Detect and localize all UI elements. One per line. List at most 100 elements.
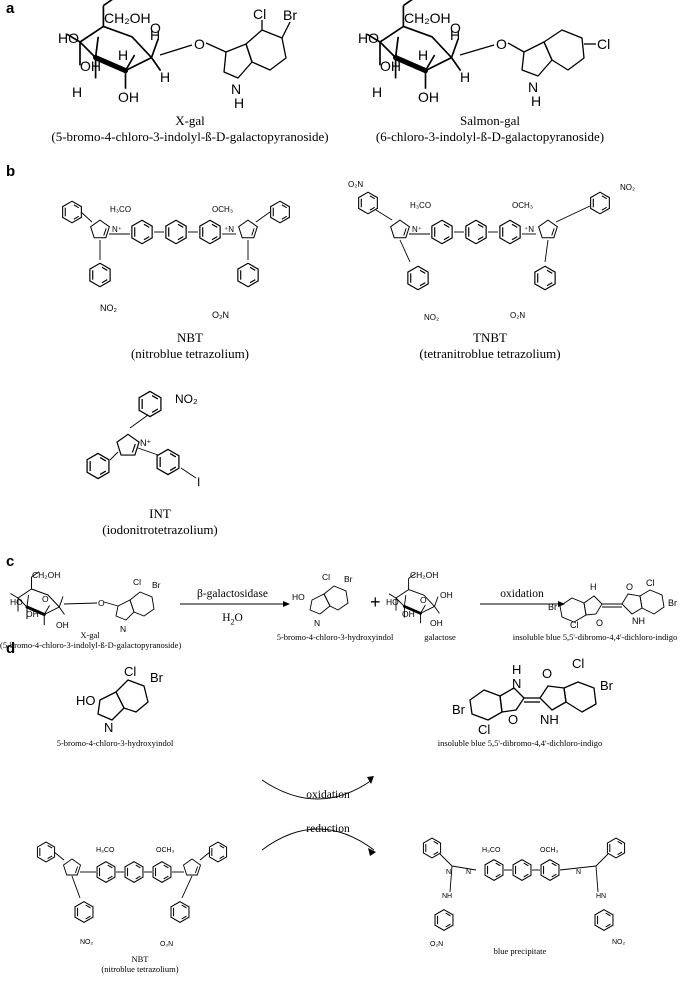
c-hydroxy-br-text: Br — [344, 574, 353, 584]
xgal-nh-h-text: H — [234, 95, 244, 111]
d-hydroxy-n-text: N — [104, 720, 113, 735]
d-indigo-label: insoluble blue 5,5'-dibromo-4,4'-dichlor… — [437, 738, 603, 748]
xgal-oh1-text: OH — [80, 58, 101, 74]
xgal-h3-text: H — [150, 27, 160, 43]
c-water-label: H2O — [222, 612, 243, 627]
d-nbt-name-label: NBT — [131, 954, 149, 964]
xgal-h2-text: H — [118, 47, 128, 63]
d-indigo-br2-text: Br — [452, 702, 466, 717]
c-hydroxyindol-label: 5-bromo-4-chloro-3-hydroxyindol — [276, 632, 394, 642]
d-nbt-och3-text: OCH₃ — [156, 847, 175, 854]
c-enzyme-label: β-galactosidase — [197, 588, 268, 600]
d-indigo-n1-text: N — [512, 676, 521, 691]
tnbt-nplus-left-text: N⁺ — [412, 225, 422, 234]
salmon-glyco-o-text: O — [496, 36, 507, 52]
c-xgal-cl-text: Cl — [133, 577, 141, 587]
panel-label-c: c — [6, 553, 15, 570]
salmon-nh-n-text: N — [528, 79, 538, 95]
panel-label-a: a — [6, 0, 15, 17]
c-plus-text: + — [370, 592, 381, 612]
d-nbt-no2-left-text: NO₂ — [80, 939, 94, 946]
xgal-nh-n-text: N — [231, 81, 241, 97]
int-fullname-label: (iodonitrotetrazolium) — [102, 522, 218, 537]
c-indigo-br2-text: Br — [548, 602, 557, 612]
d-nbt-h3co-text: H₃CO — [96, 847, 115, 854]
tnbt-no2-left-text: NO₂ — [424, 313, 439, 322]
c-xgal-o-text: O — [42, 594, 49, 604]
c-xgal-ch2oh-text: CH₂OH — [32, 570, 60, 580]
tnbt-o2n-text: O₂N — [348, 180, 363, 189]
c-xgal-oh2-text: OH — [56, 620, 69, 630]
d-nbt-fullname-label: (nitroblue tetrazolium) — [101, 964, 179, 974]
nbt-no2-left-text: NO₂ — [100, 303, 118, 313]
xgal-br-text: Br — [283, 7, 297, 23]
d-hydroxy-cl-text: Cl — [124, 664, 136, 679]
int-no2-text: NO₂ — [175, 392, 198, 406]
salmon-h1-text: H — [372, 84, 382, 100]
d-hydroxyindol-label: 5-bromo-4-chloro-3-hydroxyindol — [56, 738, 174, 748]
salmon-h3-text: H — [450, 27, 460, 43]
c-indigo-cl2-text: Cl — [570, 620, 579, 630]
c-indigo-o1-text: O — [626, 582, 633, 592]
salmon-h4-text: H — [460, 69, 470, 85]
d-formazan-structure: N N NH N HN O₂N NO₂ H₃CO OCH₃ — [422, 837, 626, 948]
c-hydroxy-ho-text: HO — [292, 592, 305, 602]
d-hydroxy-ho-text: HO — [76, 693, 96, 708]
d-indigo-o1-text: O — [542, 666, 552, 681]
nbt-structure: NO₂ O₂N H₃CO OCH₃ N⁺ ⁺N — [62, 200, 290, 320]
d-formazan-hn-text: HN — [596, 893, 606, 900]
xgal-ch2oh-text: CH₂OH — [104, 10, 151, 26]
xgal-ho-text: HO — [58, 30, 79, 46]
d-indigo-o2-text: O — [508, 712, 518, 727]
c-indigo-o2-text: O — [596, 618, 603, 628]
d-formazan-n3-text: N — [576, 869, 581, 876]
tnbt-o2n-right-text: O₂N — [510, 311, 525, 320]
d-indigo-structure: H N O Cl Br Br Cl O NH — [452, 656, 614, 737]
salmon-oh2-text: OH — [418, 89, 439, 105]
c-gal-oh1-text: OH — [402, 609, 415, 619]
xgal-h1-text: H — [72, 84, 82, 100]
c-xgal-glyco-o-text: O — [98, 598, 105, 608]
d-oxidation-label: oxidation — [306, 789, 350, 801]
salmon-oh1-text: OH — [380, 58, 401, 74]
d-hydroxy-br-text: Br — [150, 670, 164, 685]
c-indigo-br1-text: Br — [668, 598, 677, 608]
nbt-och3-text: OCH₃ — [212, 205, 233, 214]
tnbt-nplus-right-text: ⁺N — [524, 225, 534, 234]
c-hydroxy-nh-text: N — [314, 618, 320, 628]
salmon-ring-o-text: O — [450, 20, 461, 36]
c-gal-oh2-text: OH — [430, 618, 443, 628]
d-nbt-structure: NO₂ O₂N H₃CO OCH₃ — [36, 841, 228, 948]
xgal-ring-o-text: O — [150, 20, 161, 36]
salmon-ch2oh-text: CH₂OH — [404, 10, 451, 26]
d-precipitate-label: blue precipitate — [493, 946, 547, 956]
panel-label-d: d — [6, 640, 16, 657]
c-indigo-nh2-text: NH — [632, 616, 645, 626]
c-hydroxy-cl-text: Cl — [322, 572, 330, 582]
c-xgal-nh-text: N — [120, 624, 126, 634]
xgal-glyco-o-text: O — [194, 36, 205, 52]
d-indigo-cl2-text: Cl — [478, 722, 490, 737]
c-gal-ho-text: HO — [386, 597, 399, 607]
salmongal-fullname-label: (6-chloro-3-indolyl-ß-D-galactopyranosid… — [375, 129, 605, 144]
d-nbt-o2n-right-text: O₂N — [160, 941, 173, 948]
c-indigo-nh1-text: H — [590, 582, 597, 592]
nbt-fullname-label: (nitroblue tetrazolium) — [130, 346, 250, 361]
d-indigo-cl1-text: Cl — [572, 656, 584, 671]
c-xgal-oh1-text: OH — [26, 609, 39, 619]
xgal-fullname-label: (5-bromo-4-chloro-3-indolyl-ß-D-galactop… — [51, 129, 329, 144]
int-name-label: INT — [149, 506, 171, 521]
c-xgal-fullname-label: (5-bromo-4-chloro-3-indolyl-ß-D-galactop… — [0, 640, 182, 650]
nbt-name-label: NBT — [177, 330, 203, 345]
d-indigo-nh2-text: NH — [540, 712, 559, 727]
tnbt-structure: O₂N NO₂ NO₂ O₂N H₃CO OCH₃ N⁺ ⁺N — [348, 180, 635, 322]
d-formazan-o2n-text: O₂N — [430, 941, 443, 948]
d-indigo-br1-text: Br — [600, 678, 614, 693]
int-nplus-text: N⁺ — [140, 438, 151, 448]
d-hydroxyindol-structure: HO Cl Br N — [76, 664, 164, 735]
xgal-name-label: X-gal — [175, 113, 205, 128]
c-galactose-label: galactose — [424, 632, 456, 642]
salmon-nh-h-text: H — [531, 93, 541, 109]
c-gal-o-text: O — [420, 595, 427, 605]
